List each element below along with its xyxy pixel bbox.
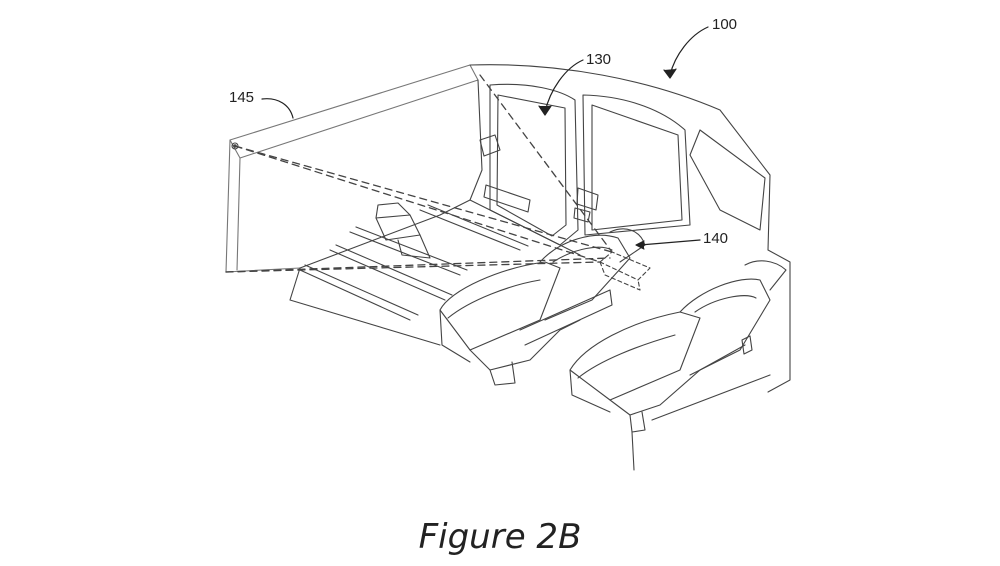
reference-numeral-140: 140	[703, 230, 729, 247]
leader-lines	[261, 26, 709, 250]
front-seat	[439, 228, 646, 386]
display-device	[599, 251, 651, 291]
projection-screen	[225, 64, 479, 273]
vehicle-body-outline	[289, 64, 791, 393]
reference-numeral-145: 145	[229, 89, 255, 106]
projection-lines	[225, 74, 613, 273]
figure-caption: Figure 2B	[418, 517, 582, 557]
front-door	[479, 83, 579, 246]
rear-door	[573, 94, 691, 236]
projector-marker	[231, 142, 239, 150]
floor-rails	[299, 202, 529, 321]
reference-numeral-130: 130	[586, 51, 612, 68]
reference-numeral-100: 100	[712, 16, 738, 33]
rear-seat	[569, 260, 787, 471]
